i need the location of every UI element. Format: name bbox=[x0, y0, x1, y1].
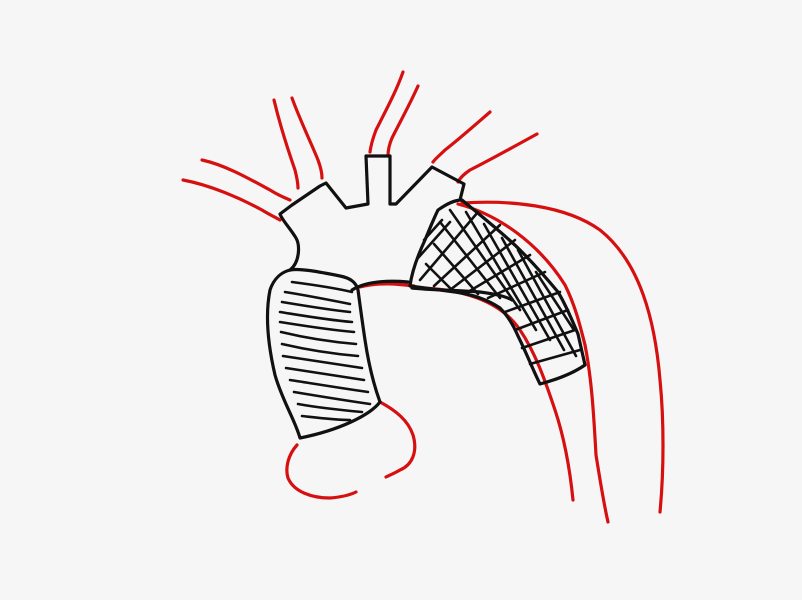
aortic-root-left-wall bbox=[287, 445, 356, 498]
descending-aorta-outer-wall bbox=[462, 202, 663, 512]
ascending-graft bbox=[268, 269, 380, 438]
ascending-graft-stripes bbox=[280, 282, 370, 420]
branch-1-vessel-upper-a bbox=[274, 100, 298, 188]
aortic-root-right-wall bbox=[380, 402, 415, 477]
branch-1-vessel-wall-outer bbox=[202, 160, 290, 200]
stent-graft bbox=[410, 200, 585, 384]
descending-aorta bbox=[360, 202, 663, 522]
branch-3-vessel-left bbox=[433, 112, 490, 162]
ascending-graft-outline bbox=[268, 269, 380, 438]
descending-aorta-inner-wall-lower bbox=[585, 345, 608, 522]
branch-3-vessel-right bbox=[458, 134, 537, 182]
arch-graft bbox=[280, 156, 512, 300]
branch-2-vessel-left bbox=[370, 72, 403, 152]
descending-aorta-lesser-curve bbox=[414, 288, 573, 500]
supra-aortic-vessels bbox=[183, 72, 537, 220]
branch-1-vessel-upper-b bbox=[292, 98, 322, 178]
